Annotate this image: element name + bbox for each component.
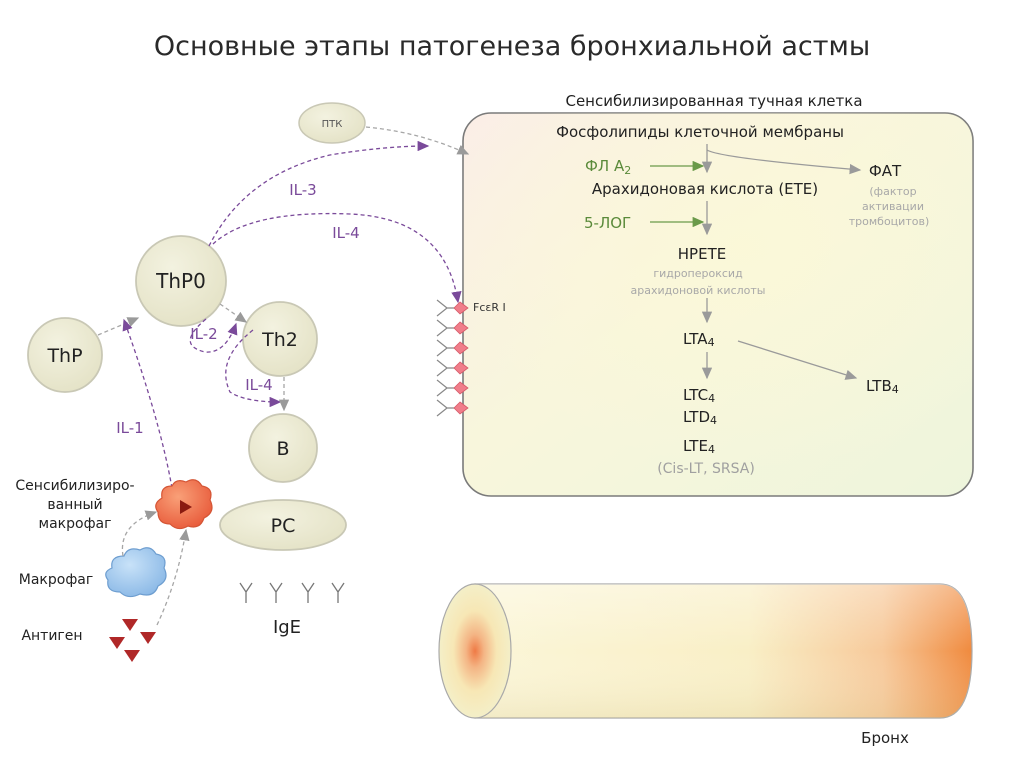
il4-top-label: IL-4: [332, 224, 359, 242]
b-label: B: [276, 438, 289, 460]
thp-label: ThP: [46, 345, 82, 367]
sensitized-macrophage: [155, 479, 213, 530]
mast-cell: [462, 112, 974, 497]
fat-label: ФАТ: [869, 162, 902, 180]
svg-text:арахидоновой кислоты: арахидоновой кислоты: [631, 284, 766, 297]
macrophage-label: Макрофаг: [19, 572, 93, 588]
svg-text:макрофаг: макрофаг: [39, 516, 112, 532]
il4-top-arrow: [212, 212, 462, 304]
ltc-label: LTC4: [683, 386, 715, 405]
svg-text:гидропероксид: гидропероксид: [653, 267, 743, 280]
hpete-label: HPETE: [678, 245, 726, 263]
pc-cell: [219, 499, 347, 551]
bronchus-label: Бронх: [861, 729, 909, 747]
il3-label: IL-3: [289, 181, 316, 199]
il1-label: IL-1: [116, 419, 143, 437]
thp0-cell: [135, 235, 227, 327]
page-title: Основные этапы патогенеза бронхиальной а…: [154, 31, 870, 62]
il4-bottom-arrow: [225, 329, 282, 408]
il1-arrow: [122, 318, 173, 489]
cislt-label: (Cis-LT, SRSA): [657, 461, 755, 477]
svg-text:ванный: ванный: [47, 497, 102, 513]
antigen-to-sensitized-arrow: [156, 528, 190, 626]
fat-description: (фактор активации тромбоцитов): [849, 185, 929, 228]
lta-label: LTA4: [683, 330, 715, 349]
b-cell: [248, 413, 318, 483]
ptk-arrow: [365, 126, 470, 155]
antigen-label: Антиген: [21, 628, 82, 644]
thp0-label: ThP0: [155, 269, 206, 293]
mast-cell-title: Сенсибилизированная тучная клетка: [565, 92, 862, 110]
svg-text:тромбоцитов): тромбоцитов): [849, 215, 929, 228]
receptor-label: FcεR I: [473, 301, 506, 314]
arrow-to-fat: [706, 149, 862, 175]
svg-text:(фактор: (фактор: [869, 185, 916, 198]
ltb-label: LTB4: [866, 377, 899, 396]
ige-antibodies: [239, 582, 345, 603]
phospholipids-label: Фосфолипиды клеточной мембраны: [556, 123, 844, 141]
pla2-label: ФЛ А2: [585, 157, 631, 177]
antigen: [109, 619, 156, 662]
bronchus: [438, 583, 973, 719]
sensitized-macrophage-label: Сенсибилизиро- ванный макрофаг: [15, 478, 134, 532]
th2-cell: [242, 301, 318, 377]
svg-text:Сенсибилизиро-: Сенсибилизиро-: [15, 478, 134, 494]
ptk-cell: [298, 102, 366, 144]
ltd-label: LTD4: [683, 408, 717, 427]
pc-label: PC: [271, 515, 296, 537]
lox5-label: 5-ЛОГ: [584, 214, 631, 232]
ptk-label: ПТК: [322, 119, 343, 130]
arachidonic-label: Арахидоновая кислота (ETE): [592, 180, 818, 198]
fcer-receptors: [436, 299, 469, 417]
il2-label: IL-2: [190, 325, 217, 343]
il3-arrow: [208, 140, 430, 247]
ige-label: IgE: [273, 617, 301, 638]
hpete-description: гидропероксид арахидоновой кислоты: [631, 267, 766, 297]
thp-cell: [27, 317, 103, 393]
lte-label: LTE4: [683, 437, 715, 456]
thp-to-thp0-arrow: [97, 317, 140, 336]
macrophage: [105, 547, 167, 598]
thp0-to-th2-arrow: [219, 303, 248, 323]
il4-bottom-label: IL-4: [245, 376, 272, 394]
svg-text:активации: активации: [862, 200, 924, 213]
th2-label: Th2: [261, 329, 298, 351]
arrow-lta-to-ltb: [737, 340, 858, 380]
